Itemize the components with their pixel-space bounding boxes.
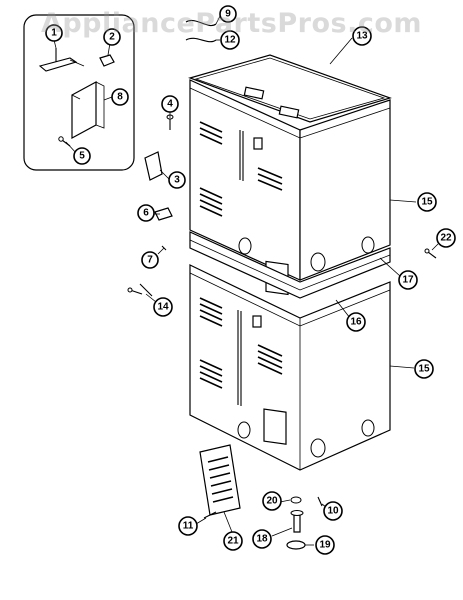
callout-10: 10 bbox=[323, 501, 343, 521]
callout-19: 19 bbox=[315, 535, 335, 555]
svg-text:3: 3 bbox=[174, 175, 180, 186]
svg-text:5: 5 bbox=[79, 151, 85, 162]
callout-6: 6 bbox=[137, 204, 155, 222]
callout-17: 17 bbox=[398, 270, 418, 290]
callout-1: 1 bbox=[45, 24, 63, 42]
callout-5: 5 bbox=[73, 147, 91, 165]
lower-cabinet bbox=[189, 264, 391, 471]
callout-22: 22 bbox=[436, 228, 456, 248]
svg-text:1: 1 bbox=[51, 28, 57, 39]
loose-parts bbox=[127, 20, 437, 550]
svg-text:19: 19 bbox=[319, 540, 331, 551]
callout-21: 21 bbox=[223, 531, 243, 551]
callout-16: 16 bbox=[346, 312, 366, 332]
callout-15-lower: 15 bbox=[414, 359, 434, 379]
svg-text:9: 9 bbox=[225, 9, 231, 20]
callout-20: 20 bbox=[262, 491, 282, 511]
svg-text:22: 22 bbox=[440, 233, 452, 244]
svg-text:12: 12 bbox=[224, 35, 236, 46]
callout-11: 11 bbox=[178, 516, 198, 536]
svg-text:11: 11 bbox=[183, 521, 194, 532]
leader-lines bbox=[53, 15, 439, 546]
svg-text:8: 8 bbox=[117, 92, 123, 103]
svg-text:15: 15 bbox=[421, 197, 433, 208]
svg-text:6: 6 bbox=[143, 208, 149, 219]
callout-7: 7 bbox=[141, 251, 159, 269]
callout-15-upper: 15 bbox=[417, 192, 437, 212]
callout-13: 13 bbox=[352, 26, 372, 46]
svg-text:21: 21 bbox=[227, 536, 239, 547]
upper-cabinet bbox=[188, 54, 392, 296]
callout-3: 3 bbox=[168, 171, 186, 189]
svg-text:7: 7 bbox=[147, 255, 153, 266]
callout-4: 4 bbox=[161, 95, 179, 113]
callout-8: 8 bbox=[111, 88, 129, 106]
svg-text:2: 2 bbox=[109, 32, 115, 43]
svg-text:10: 10 bbox=[327, 506, 339, 517]
stacking-bracket bbox=[189, 231, 391, 299]
svg-text:13: 13 bbox=[356, 31, 368, 42]
callout-12: 12 bbox=[220, 30, 240, 50]
svg-text:17: 17 bbox=[402, 275, 414, 286]
callout-2: 2 bbox=[103, 28, 121, 46]
callout-14: 14 bbox=[153, 297, 173, 317]
callout-9: 9 bbox=[219, 5, 237, 23]
svg-text:4: 4 bbox=[167, 99, 173, 110]
svg-text:20: 20 bbox=[266, 496, 278, 507]
svg-text:18: 18 bbox=[256, 534, 268, 545]
svg-text:15: 15 bbox=[418, 364, 430, 375]
svg-text:16: 16 bbox=[350, 317, 362, 328]
svg-text:14: 14 bbox=[157, 302, 169, 313]
callout-18: 18 bbox=[252, 529, 272, 549]
